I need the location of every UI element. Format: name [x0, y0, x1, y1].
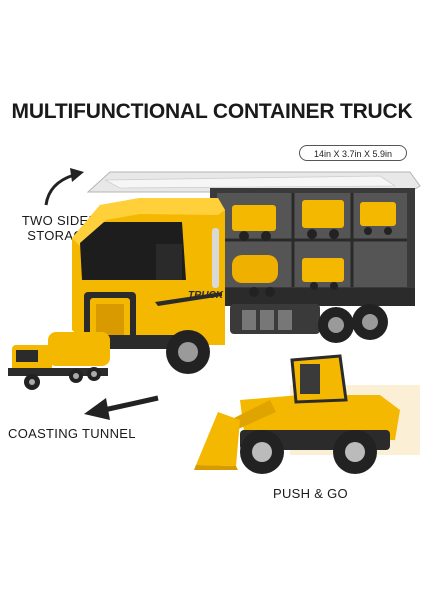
- truck-side-text: TRUCK: [188, 290, 224, 301]
- two-sided-storage-line1: TWO SIDED: [21, 213, 99, 228]
- stored-mini-vehicles: [232, 200, 396, 297]
- coasting-tunnel-label: COASTING TUNNEL: [8, 426, 136, 441]
- truck-cab: TRUCK: [70, 198, 225, 349]
- dimensions-badge: 14in X 3.7in X 5.9in: [299, 145, 407, 161]
- truck-wheels: [166, 304, 388, 374]
- curved-arrow-icon: [44, 168, 84, 206]
- page-title: MULTIFUNCTIONAL CONTAINER TRUCK: [11, 100, 413, 123]
- diagonal-arrow-icon: [84, 395, 159, 420]
- bulldozer-toy: [194, 354, 420, 474]
- mini-tanker-truck: [8, 332, 110, 390]
- push-and-go-label: PUSH & GO: [273, 486, 348, 501]
